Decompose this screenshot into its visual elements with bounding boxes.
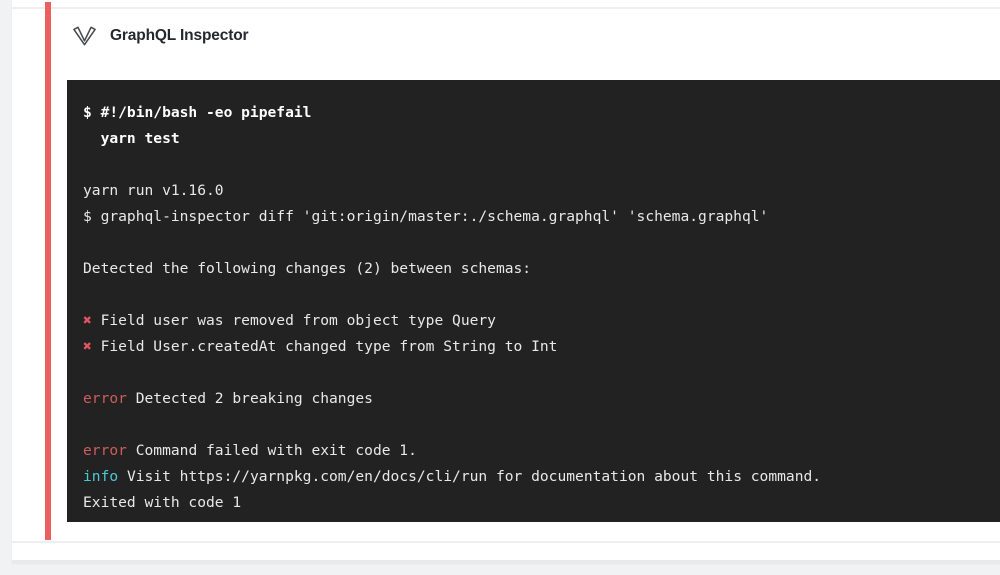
graphql-chevron-icon [72,25,97,47]
terminal-token: yarn test [83,130,180,147]
terminal-line-cmd-inspector-diff: $ graphql-inspector diff 'git:origin/mas… [83,204,1000,230]
terminal-line-blank-1 [83,152,1000,178]
terminal-line-detected-changes: Detected the following changes (2) betwe… [83,256,1000,282]
card-top-divider [12,7,1000,9]
terminal-line-blank-3 [83,282,1000,308]
terminal-line-exited-code: Exited with code 1 [83,490,1000,516]
page-title: GraphQL Inspector [110,27,249,44]
terminal-token: Field User.createdAt changed type from S… [91,338,558,355]
terminal-token-error: error [83,390,127,407]
terminal-token: Visit https://yarnpkg.com/en/docs/cli/ru… [118,468,822,485]
terminal-token: $ graphql-inspector diff 'git:origin/mas… [83,208,769,225]
terminal-line-change-1: ✖ Field user was removed from object typ… [83,308,1000,334]
terminal-line-yarn-run-version: yarn run v1.16.0 [83,178,1000,204]
log-step-header[interactable]: GraphQL Inspector [72,20,249,52]
check-run-log-card: GraphQL Inspector $ #!/bin/bash -eo pipe… [12,0,1000,563]
terminal-line-cmd-yarn-test: yarn test [83,126,1000,152]
terminal-lines-container: $ #!/bin/bash -eo pipefail yarn test yar… [67,80,1000,516]
terminal-token: yarn run v1.16.0 [83,182,224,199]
terminal-token: Detected 2 breaking changes [126,390,373,407]
terminal-token: Command failed with exit code 1. [126,442,417,459]
terminal-line-error-exit: error Command failed with exit code 1. [83,438,1000,464]
terminal-token: Detected the following changes (2) betwe… [83,260,532,277]
terminal-token: Field user was removed from object type … [91,312,496,329]
terminal-line-blank-5 [83,412,1000,438]
card-bottom-edge [12,560,1000,563]
terminal-token-error: error [83,442,127,459]
terminal-token-cross: ✖ [83,338,92,355]
terminal-line-change-2: ✖ Field User.createdAt changed type from… [83,334,1000,360]
terminal-token: $ #!/bin/bash -eo pipefail [83,104,312,121]
terminal-log-output[interactable]: $ #!/bin/bash -eo pipefail yarn test yar… [67,80,1000,522]
status-accent-bar [45,2,51,540]
terminal-token-cross: ✖ [83,312,92,329]
terminal-token-info: info [83,468,119,485]
terminal-token: Exited with code 1 [83,494,242,511]
terminal-line-cmd-shebang: $ #!/bin/bash -eo pipefail [83,100,1000,126]
terminal-line-blank-2 [83,230,1000,256]
card-bottom-divider [12,541,1000,543]
terminal-line-info-visit: info Visit https://yarnpkg.com/en/docs/c… [83,464,1000,490]
terminal-line-blank-4 [83,360,1000,386]
terminal-line-error-breaking: error Detected 2 breaking changes [83,386,1000,412]
